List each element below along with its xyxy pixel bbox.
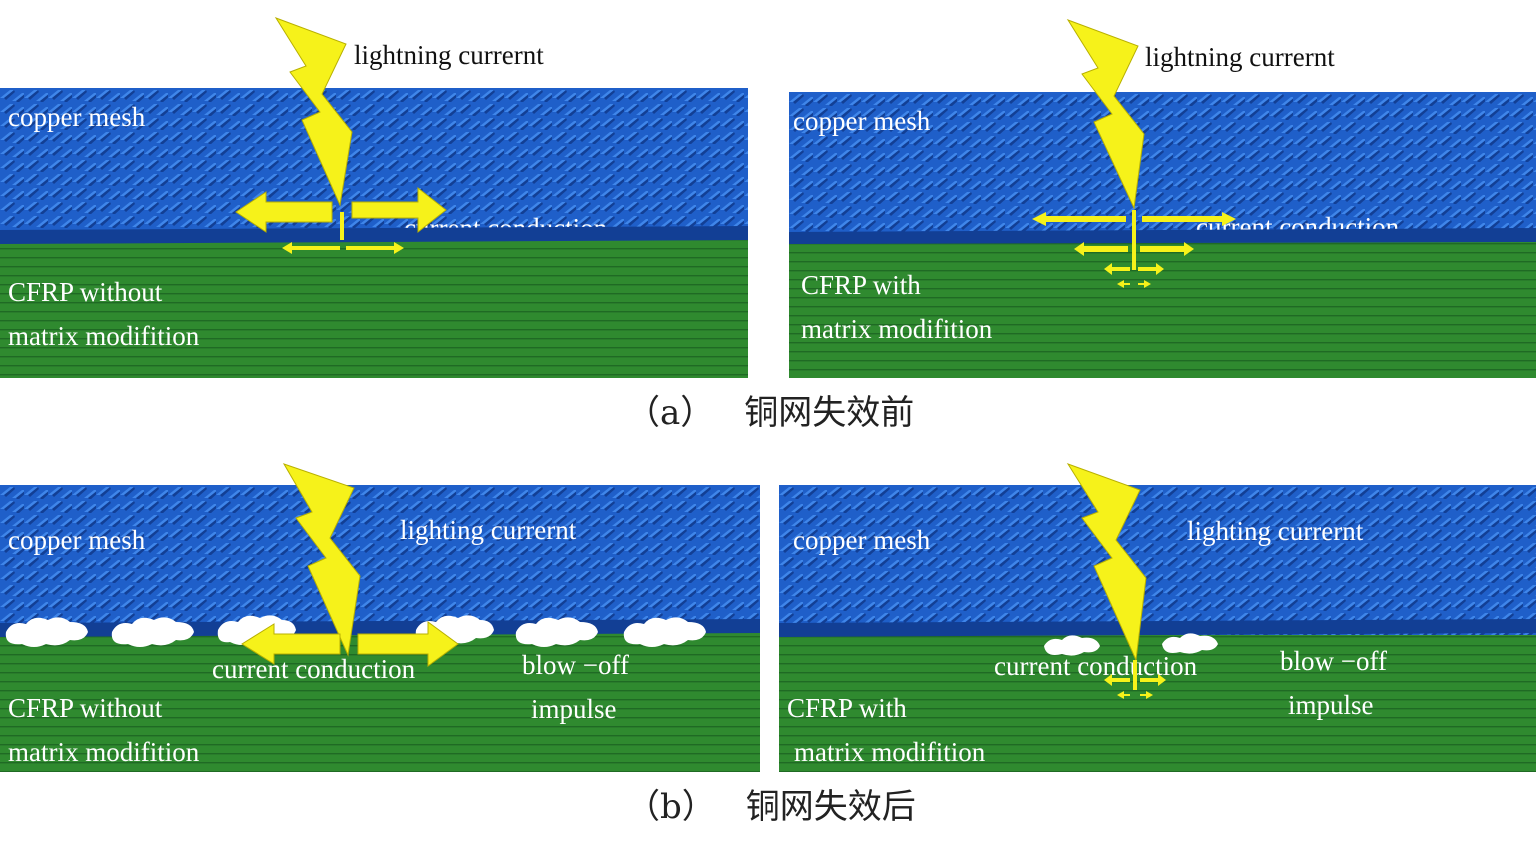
- panel-a-left: [0, 88, 748, 378]
- cfrp-label-line2: matrix modifition: [794, 737, 986, 767]
- cfrp-label-line1: CFRP with: [801, 270, 921, 300]
- panel-b-right-background: [779, 485, 1536, 772]
- caption-a: （a） 铜网失效前: [626, 396, 914, 430]
- current-conduction-label: current conduction: [404, 213, 608, 243]
- blowoff-label-line2: impulse: [531, 694, 617, 724]
- cfrp-label-line2: matrix modifition: [8, 737, 200, 767]
- lightning-label: lightning currernt: [354, 40, 544, 70]
- copper-mesh-layer: [0, 485, 760, 633]
- copper-mesh-label: copper mesh: [793, 525, 931, 555]
- caption-b-tag: （b）: [626, 787, 716, 827]
- lightning-label: lighting currernt: [1187, 516, 1364, 546]
- caption-a-text: 铜网失效前: [744, 393, 915, 433]
- blowoff-label-line2: impulse: [1288, 690, 1374, 720]
- copper-mesh-label: copper mesh: [8, 102, 146, 132]
- copper-mesh-label: copper mesh: [8, 525, 146, 555]
- blowoff-label-line1: blow −off: [1280, 646, 1387, 676]
- copper-mesh-layer: [779, 485, 1536, 635]
- current-conduction-label: current conduction: [212, 654, 416, 684]
- cfrp-label-line1: CFRP with: [787, 693, 907, 723]
- caption-b: （b） 铜网失效后: [626, 790, 916, 824]
- cfrp-label-line1: CFRP without: [8, 693, 163, 723]
- panel-a-left-background: [0, 88, 748, 378]
- cfrp-label-line2: matrix modifition: [801, 314, 993, 344]
- cfrp-layer: [0, 238, 748, 378]
- panel-b-right: [779, 485, 1536, 772]
- caption-b-text: 铜网失效后: [745, 787, 916, 827]
- blowoff-label-line1: blow −off: [522, 650, 629, 680]
- copper-mesh-label: copper mesh: [793, 106, 931, 136]
- current-conduction-label: current conduction: [994, 651, 1198, 681]
- current-conduction-label: current conduction: [1196, 212, 1400, 242]
- cfrp-layer: [789, 240, 1536, 378]
- lightning-label: lightning currernt: [1145, 42, 1335, 72]
- caption-a-tag: （a）: [626, 393, 715, 433]
- lightning-label: lighting currernt: [400, 515, 577, 545]
- cfrp-label-line1: CFRP without: [8, 277, 163, 307]
- cfrp-layer: [779, 635, 1536, 772]
- cfrp-label-line2: matrix modifition: [8, 321, 200, 351]
